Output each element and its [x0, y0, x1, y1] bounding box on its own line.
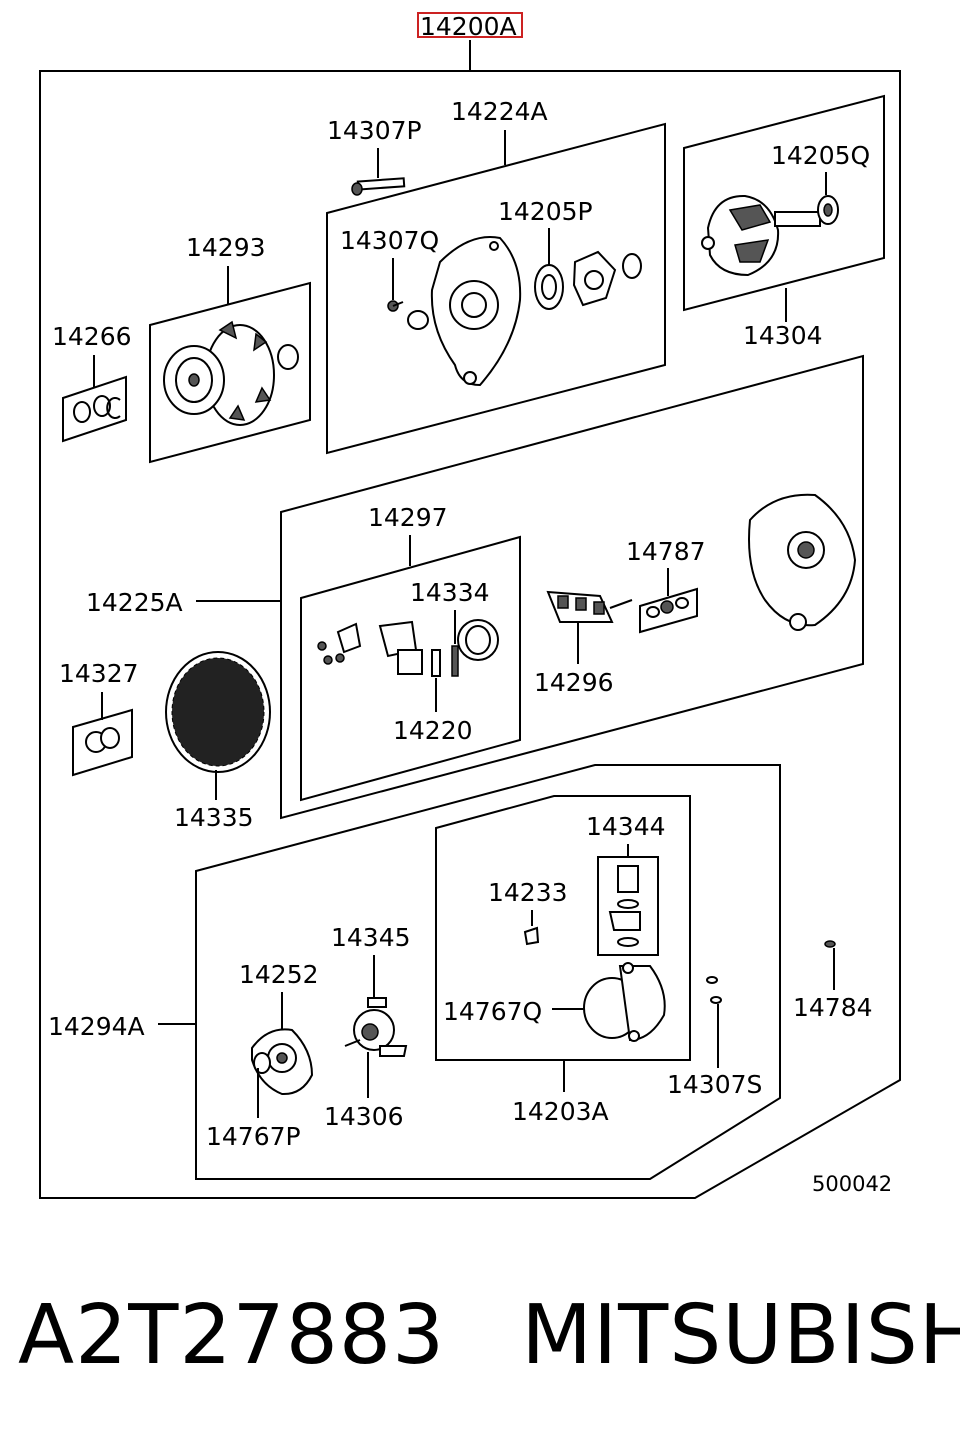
label-14307P[interactable]: 14307P	[327, 116, 422, 145]
starter-housing[interactable]	[583, 962, 666, 1042]
pulley-fan-14293[interactable]	[163, 320, 299, 426]
label-14307Q[interactable]: 14307Q	[340, 226, 439, 255]
label-14335[interactable]: 14335	[174, 803, 254, 832]
label-14767Q[interactable]: 14767Q	[443, 997, 542, 1026]
label-14224A[interactable]: 14224A	[451, 97, 548, 126]
screw-14307Q[interactable]	[387, 300, 404, 312]
outer-frame	[39, 70, 901, 1199]
bolt-14307P[interactable]	[351, 177, 406, 196]
label-14306[interactable]: 14306	[324, 1102, 404, 1131]
label-14307S[interactable]: 14307S	[667, 1070, 762, 1099]
bearing-14205Q[interactable]	[817, 195, 839, 225]
label-14296[interactable]: 14296	[534, 668, 614, 697]
label-14220[interactable]: 14220	[393, 716, 473, 745]
label-14225A[interactable]: 14225A	[86, 588, 183, 617]
part-caption: A2T27883 MITSUBISHI	[18, 1288, 960, 1388]
brush-holder-14334[interactable]	[451, 619, 499, 677]
diagram-code: 500042	[812, 1172, 892, 1196]
screw-14784[interactable]	[824, 940, 836, 948]
front-housing-14224A[interactable]	[430, 236, 522, 387]
label-14345[interactable]: 14345	[331, 923, 411, 952]
seal-ring-upper	[622, 253, 642, 279]
cap-14233[interactable]	[523, 926, 540, 946]
part-number: A2T27883	[18, 1288, 446, 1383]
exploded-parts-diagram: 14200A 14307P 14224A 14205P 14307Q	[39, 12, 901, 1199]
rear-housing[interactable]	[748, 493, 857, 631]
box-14304	[683, 94, 885, 312]
box-14225A	[280, 354, 864, 820]
stator-14335[interactable]	[165, 651, 271, 773]
label-14297[interactable]: 14297	[368, 503, 448, 532]
retainer-plate	[572, 250, 617, 307]
brush-14220[interactable]	[431, 649, 441, 677]
label-14787[interactable]: 14787	[626, 537, 706, 566]
label-14205Q[interactable]: 14205Q	[771, 141, 870, 170]
label-14233[interactable]: 14233	[488, 878, 568, 907]
box-14297	[300, 535, 521, 802]
label-14327[interactable]: 14327	[59, 659, 139, 688]
main-part-label[interactable]: 14200A	[420, 12, 517, 41]
label-14205P[interactable]: 14205P	[498, 197, 593, 226]
box-14203A	[435, 795, 691, 1061]
label-14334[interactable]: 14334	[410, 578, 490, 607]
rotor-14304[interactable]	[701, 194, 821, 277]
screw-14307S[interactable]	[706, 976, 722, 1004]
brand-name: MITSUBISHI	[521, 1288, 960, 1383]
label-14203A[interactable]: 14203A	[512, 1097, 609, 1126]
bushing-set-14787[interactable]	[646, 597, 689, 618]
label-14304[interactable]: 14304	[743, 321, 823, 350]
washer-set-14266[interactable]	[73, 395, 121, 423]
box-14224A	[326, 122, 666, 455]
solenoid-14345[interactable]	[344, 997, 408, 1057]
label-14252[interactable]: 14252	[239, 960, 319, 989]
seal-ring-lower	[407, 310, 429, 330]
main-part-highlight	[417, 12, 523, 38]
label-14293[interactable]: 14293	[186, 233, 266, 262]
box-14266	[62, 375, 127, 443]
label-14266[interactable]: 14266	[52, 322, 132, 351]
bushing-set-14327[interactable]	[85, 727, 120, 753]
box-14294A	[195, 764, 781, 1180]
box-14327	[72, 708, 133, 777]
label-14344[interactable]: 14344	[586, 812, 666, 841]
rectifier-14296[interactable]	[546, 590, 633, 623]
box-14787	[639, 587, 698, 634]
clutch-14344[interactable]	[608, 865, 641, 947]
bearing-14205P[interactable]	[534, 264, 564, 310]
label-14294A[interactable]: 14294A	[48, 1012, 145, 1041]
label-14767P[interactable]: 14767P	[206, 1122, 301, 1151]
regulator-14297[interactable]	[317, 620, 423, 675]
label-14784[interactable]: 14784	[793, 993, 873, 1022]
box-14293	[149, 281, 311, 464]
bracket-14252[interactable]	[251, 1028, 314, 1096]
